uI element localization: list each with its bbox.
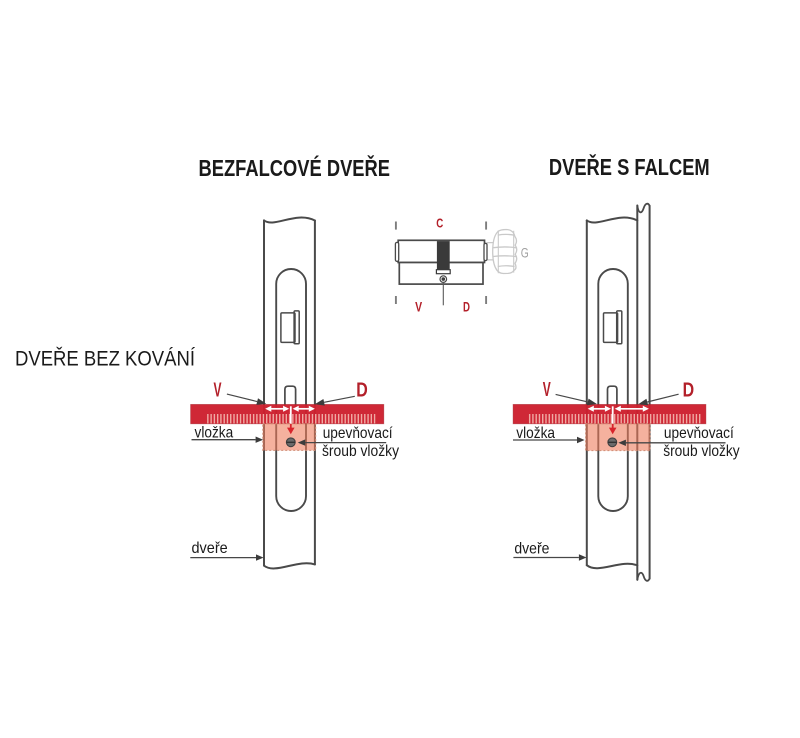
svg-text:V: V	[415, 299, 422, 314]
svg-text:D: D	[356, 380, 368, 402]
svg-text:šroub vložky: šroub vložky	[322, 443, 399, 460]
svg-text:V: V	[214, 380, 222, 402]
svg-text:šroub vložky: šroub vložky	[663, 443, 740, 460]
svg-text:V: V	[543, 379, 551, 401]
svg-text:upevňovací: upevňovací	[664, 425, 734, 442]
svg-text:BEZFALCOVÉ DVEŘE: BEZFALCOVÉ DVEŘE	[199, 154, 391, 181]
svg-text:dveře: dveře	[192, 540, 228, 557]
svg-text:DVEŘE BEZ KOVÁNÍ: DVEŘE BEZ KOVÁNÍ	[15, 348, 195, 371]
svg-text:DVEŘE S FALCEM: DVEŘE S FALCEM	[549, 153, 710, 180]
svg-text:upevňovací: upevňovací	[323, 425, 393, 442]
svg-text:G: G	[521, 246, 529, 261]
svg-text:dveře: dveře	[514, 540, 549, 557]
svg-text:D: D	[463, 300, 470, 315]
svg-text:vložka: vložka	[195, 424, 234, 441]
svg-text:D: D	[683, 380, 695, 402]
svg-text:C: C	[436, 215, 443, 230]
svg-text:vložka: vložka	[516, 425, 555, 442]
